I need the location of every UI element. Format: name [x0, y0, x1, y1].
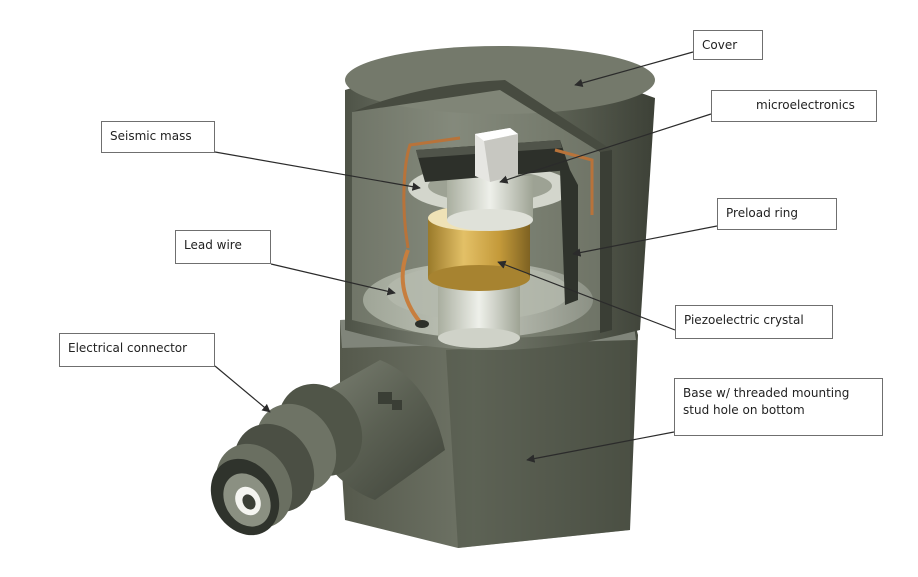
arrow-electrical-connector — [214, 365, 271, 413]
arrow-lead-wire — [270, 263, 396, 296]
label-preload-ring: Preload ring — [717, 198, 837, 230]
label-lead-wire-text: Lead wire — [184, 238, 242, 252]
label-seismic-mass: Seismic mass — [101, 121, 215, 153]
electrical-connector — [210, 360, 445, 536]
arrow-base — [526, 431, 675, 463]
label-lead-wire: Lead wire — [175, 230, 271, 264]
arrow-seismic-mass — [214, 151, 421, 191]
label-electrical-connector: Electrical connector — [59, 333, 215, 367]
label-base-line2: stud hole on bottom — [683, 403, 805, 417]
label-piezoelectric-crystal-text: Piezoelectric crystal — [684, 313, 804, 327]
arrow-cover — [574, 51, 694, 88]
lead-wire-down — [400, 249, 422, 324]
lead-wire-left — [402, 136, 461, 249]
label-seismic-mass-text: Seismic mass — [110, 129, 192, 143]
arrow-piezo-crystal — [497, 260, 676, 331]
pointer-arrows — [214, 51, 718, 463]
label-electrical-connector-text: Electrical connector — [68, 341, 188, 355]
label-base-line1: Base w/ threaded mounting — [683, 386, 850, 400]
seismic-mass-assembly — [408, 140, 578, 305]
label-microelectronics: microelectronics — [711, 90, 877, 122]
label-piezoelectric-crystal: Piezoelectric crystal — [675, 305, 833, 339]
label-cover-text: Cover — [702, 38, 738, 52]
label-preload-ring-text: Preload ring — [726, 206, 799, 220]
label-base: Base w/ threaded mounting stud hole on b… — [674, 378, 883, 436]
label-microelectronics-text: microelectronics — [756, 98, 855, 112]
arrow-preload-ring — [572, 225, 718, 257]
microelectronics-chip — [475, 128, 518, 182]
lead-wire-right — [554, 148, 594, 215]
arrow-microelectronics — [499, 113, 712, 184]
label-cover: Cover — [693, 30, 763, 60]
